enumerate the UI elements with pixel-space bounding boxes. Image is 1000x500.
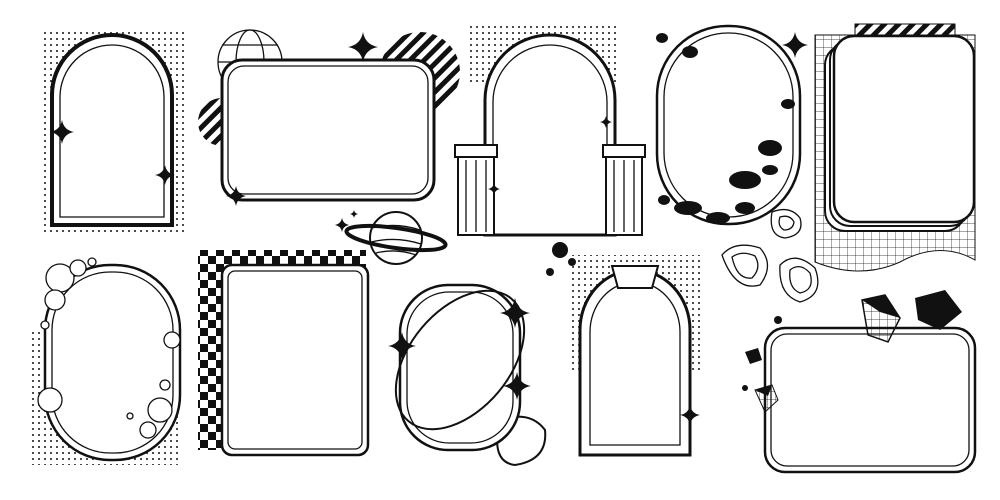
arch-frame bbox=[40, 28, 185, 233]
column-arch-frame bbox=[454, 25, 646, 237]
stacked-rect-frame-with-grid bbox=[814, 23, 976, 272]
bubble-pill-frame bbox=[30, 257, 182, 465]
keystone-arch-frame bbox=[546, 242, 700, 457]
keystone bbox=[610, 265, 660, 289]
topographic-blobs bbox=[721, 208, 819, 303]
bubbles bbox=[37, 257, 181, 439]
checker-rect-frame bbox=[198, 250, 370, 457]
sparkle-icon bbox=[348, 32, 378, 62]
rounded-rect-frame bbox=[198, 29, 460, 206]
orbit-frame bbox=[388, 283, 547, 467]
crystal-rect-frame bbox=[742, 290, 977, 474]
pill-frame-with-blobs bbox=[655, 24, 808, 226]
planet-icon bbox=[335, 210, 448, 265]
crystal-icon bbox=[742, 290, 962, 413]
black-blobs bbox=[656, 33, 795, 224]
